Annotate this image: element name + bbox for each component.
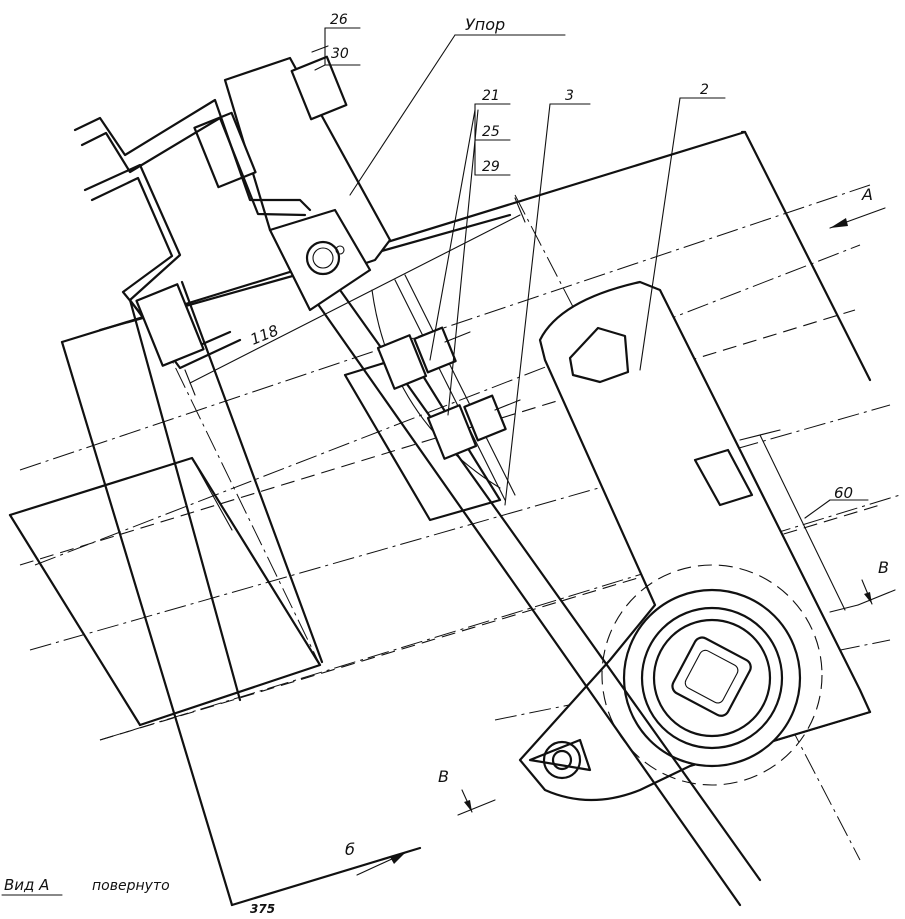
dimension-118-label: 118 (248, 321, 281, 348)
section-marker-v-bottom-label: В (438, 767, 449, 786)
view-marker-a: А (829, 185, 886, 229)
view-marker-b-label: б (345, 840, 355, 859)
callout-25: 25 (482, 124, 500, 140)
caption: Вид А повернуто 375 (1, 876, 275, 916)
callout-29: 29 (482, 159, 500, 175)
section-marker-v-bottom: В (438, 767, 496, 816)
section-marker-v-right: В (857, 558, 896, 606)
bracket-upor (193, 45, 392, 312)
callout-26: 26 (330, 12, 348, 28)
hub (601, 564, 823, 786)
view-marker-b: б (345, 840, 406, 876)
dimension-60: 60 (739, 429, 869, 613)
section-marker-v-right-label: В (878, 558, 889, 577)
hex-nut (568, 326, 630, 384)
dimension-60-label: 60 (834, 484, 853, 502)
callout-2: 2 (700, 82, 709, 98)
caption-rotated: повернуто (92, 878, 170, 894)
callout-30: 30 (331, 46, 349, 62)
callout-3: 3 (565, 88, 574, 104)
lower-block (8, 456, 322, 727)
bolt-upper (376, 326, 471, 390)
callout-21: 21 (482, 88, 500, 104)
view-marker-a-label: А (861, 185, 873, 204)
bolt-lower (426, 394, 521, 460)
spring-clip (73, 98, 312, 370)
caption-page-fragment: 375 (250, 902, 275, 915)
rod (313, 274, 762, 907)
pin (528, 738, 592, 780)
callouts: Упор 26 30 21 25 29 3 2 (330, 12, 709, 175)
caption-view-title: Вид А (4, 876, 49, 894)
leader-lines (314, 27, 726, 506)
key-block (693, 448, 754, 507)
callout-upor: Упор (465, 15, 505, 34)
